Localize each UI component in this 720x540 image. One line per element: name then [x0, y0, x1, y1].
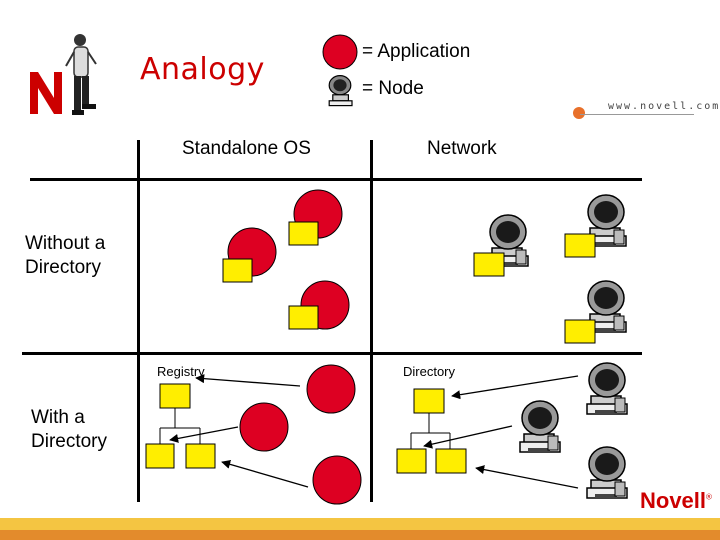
novell-n-logo [30, 72, 62, 114]
website-url: www.novell.com [608, 101, 720, 112]
network-node-1 [473, 214, 529, 277]
column-header-network: Network [427, 138, 497, 159]
footer-bar [0, 518, 720, 540]
directory-arrows [423, 375, 579, 489]
url-dot-icon [573, 107, 585, 119]
network-node-2 [564, 194, 627, 258]
registry-label: Registry [157, 364, 205, 379]
application-legend-icon [322, 34, 358, 70]
network-node-3 [564, 280, 627, 344]
grid-horizontal-line-top [30, 178, 642, 181]
grid-horizontal-line-middle [22, 352, 642, 355]
registry-tree [145, 383, 216, 469]
column-header-standalone: Standalone OS [182, 138, 311, 159]
application-legend-label: = Application [362, 41, 471, 62]
directory-label: Directory [403, 364, 456, 379]
row-label-without-directory: Without a Directory [25, 233, 106, 278]
standalone-app-group-2 [222, 227, 277, 283]
standalone-directory-apps [239, 364, 362, 505]
grid-vertical-line-left [137, 140, 140, 502]
person-figure-icon [65, 34, 97, 115]
node-legend-icon [328, 75, 353, 107]
standalone-app-group-3 [288, 280, 350, 330]
grid-vertical-line-right [370, 140, 373, 502]
directory-tree [396, 388, 467, 474]
row-label-with-directory: With a Directory [31, 407, 108, 452]
page-title: Analogy [140, 52, 265, 87]
node-legend-label: = Node [362, 78, 424, 99]
novell-brand: Novell® [640, 488, 712, 513]
registry-arrows [169, 374, 309, 488]
url-underline [580, 114, 694, 115]
standalone-app-group-1 [288, 189, 343, 246]
